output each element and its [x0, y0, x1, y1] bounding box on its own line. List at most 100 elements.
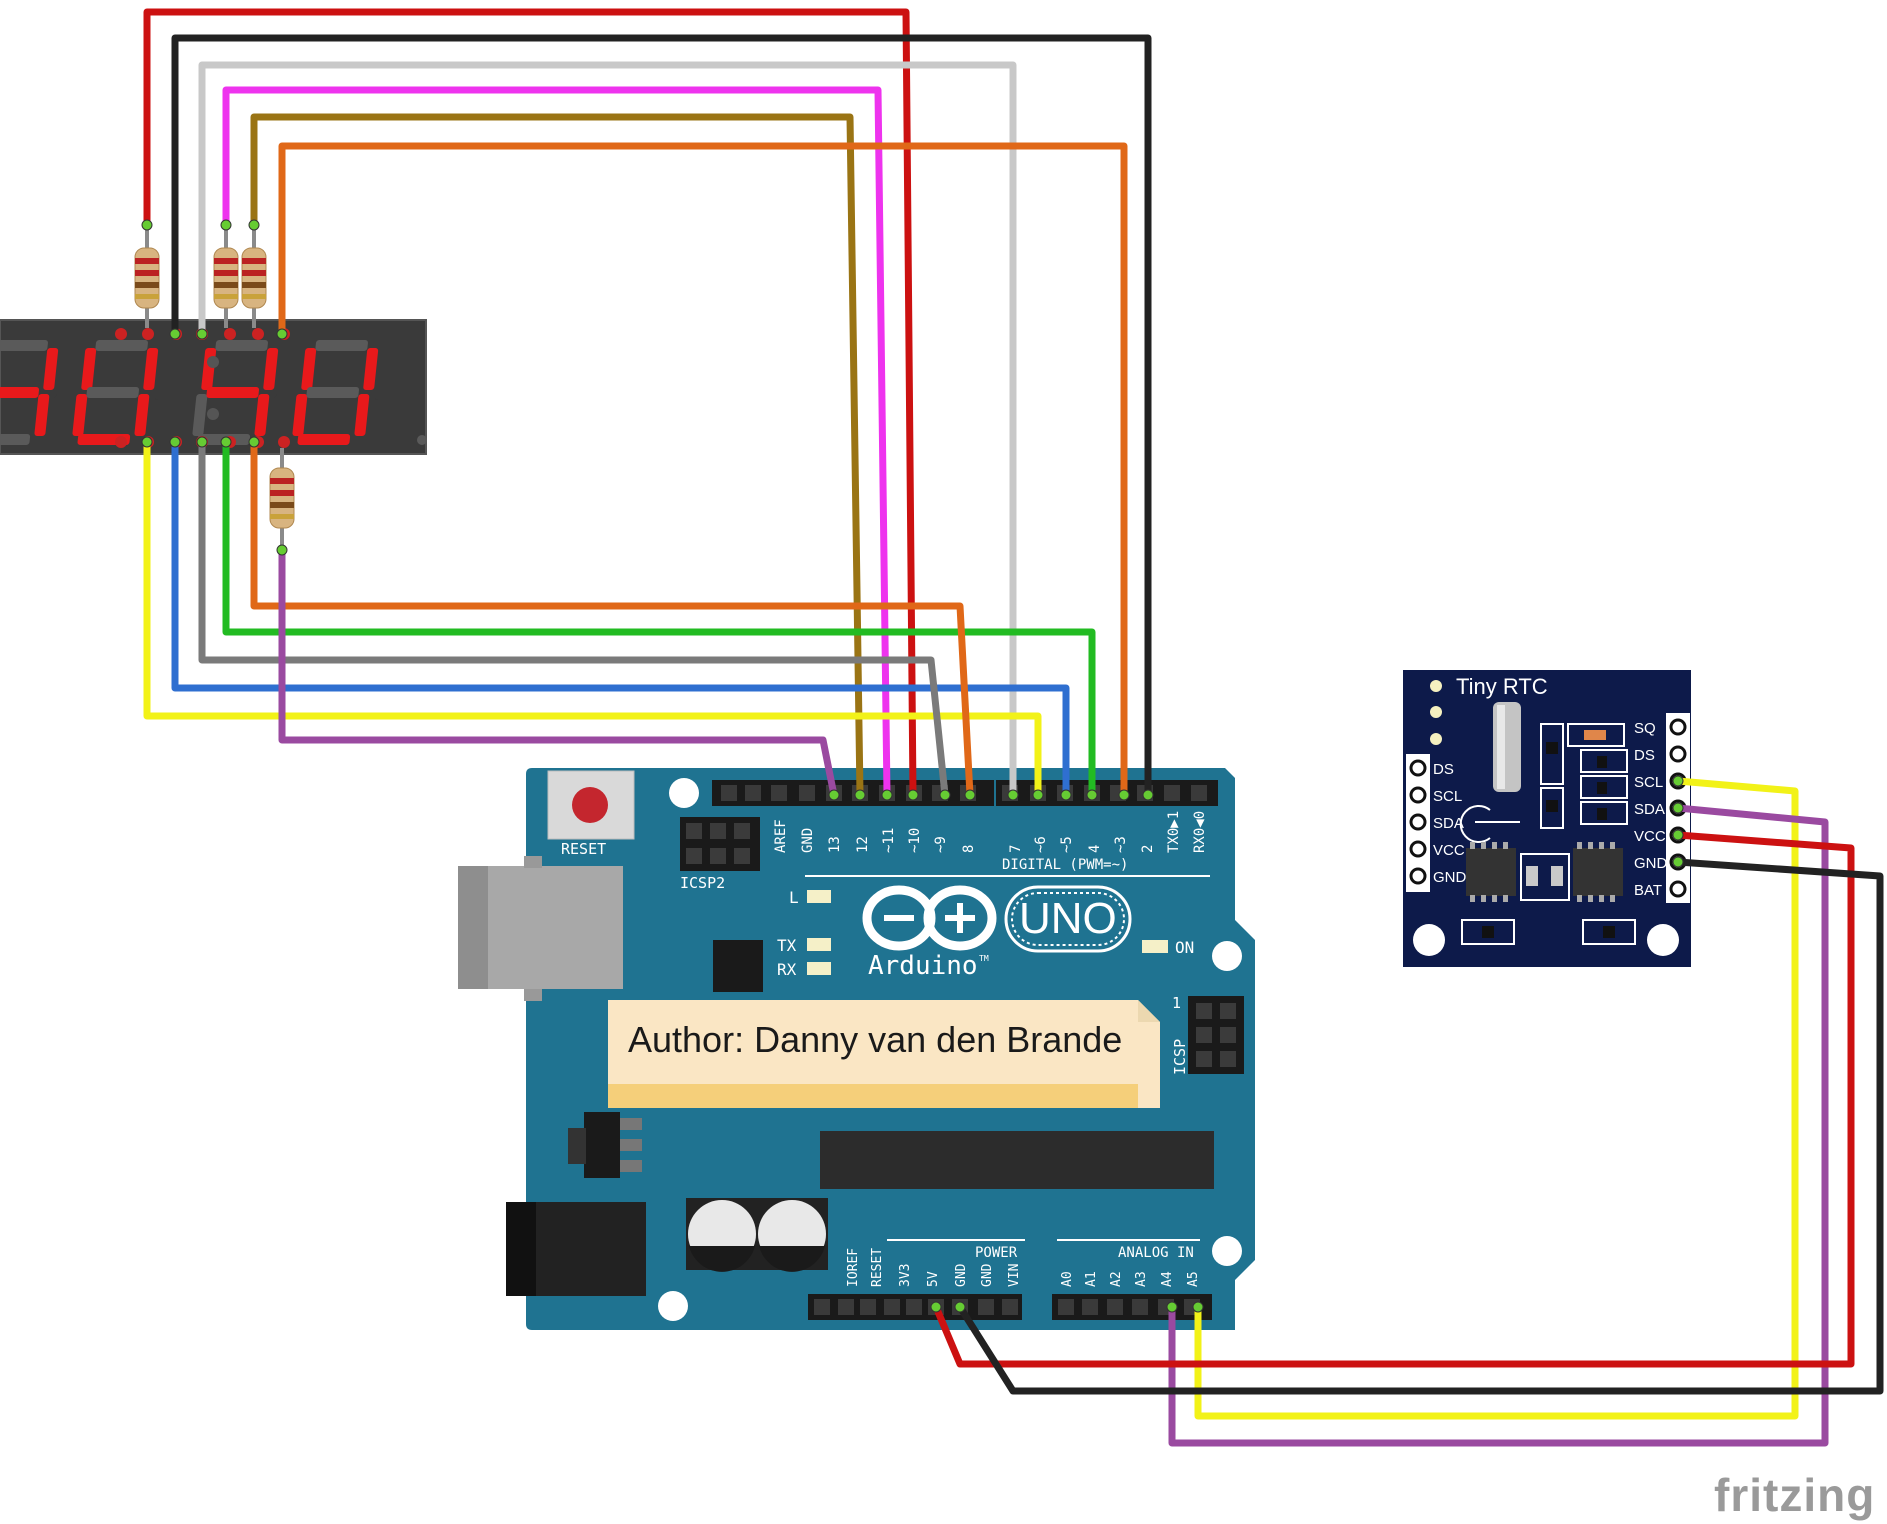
microcontroller-chip: [820, 1131, 1214, 1189]
wire-end: [964, 789, 976, 801]
decimal-point: [417, 435, 427, 445]
resistors: [134, 228, 295, 548]
wire-end: [220, 219, 232, 231]
segment: [134, 394, 150, 436]
display-digit: [292, 340, 427, 445]
segment: [363, 348, 379, 390]
colon-dot: [207, 356, 219, 368]
digital-pin-label: AREF: [773, 819, 789, 853]
wire: [278, 546, 838, 799]
dc-power-jack-face: [506, 1202, 536, 1296]
segment: [301, 348, 317, 390]
icsp2-header: [680, 817, 760, 871]
arduino-logo: [862, 885, 1132, 953]
wire-end: [1142, 789, 1154, 801]
segment: [306, 387, 360, 398]
digital-header-label: DIGITAL (PWM=~): [1002, 857, 1128, 873]
segment: [254, 394, 270, 436]
wire: [932, 831, 1855, 1368]
usb-chip: [713, 940, 763, 992]
header-pin: [1107, 1299, 1123, 1315]
segment: [292, 394, 308, 436]
rtc-right-pin-label: BAT: [1634, 882, 1662, 899]
wire-end: [196, 328, 208, 340]
header-pin: [906, 1299, 922, 1315]
resistor: [241, 228, 267, 328]
icsp2-label: ICSP2: [680, 874, 725, 892]
segment: [297, 434, 351, 445]
display-pin: [278, 436, 290, 448]
wire: [278, 142, 1128, 799]
wire-end: [1007, 789, 1019, 801]
led-rx: [807, 962, 831, 975]
segment: [354, 394, 370, 436]
fritzing-watermark: fritzing: [1714, 1469, 1875, 1521]
segment: [263, 348, 279, 390]
header-pin: [1164, 785, 1180, 801]
digital-pin-label: GND: [800, 828, 816, 853]
digital-pin-label: ~3: [1113, 836, 1129, 853]
digital-pin-label: ~5: [1059, 836, 1075, 853]
reset-button[interactable]: [547, 770, 635, 840]
header-pin: [721, 785, 737, 801]
resistor: [134, 228, 160, 328]
analog-header: [1052, 1294, 1212, 1320]
segment: [192, 394, 208, 436]
led-tx-label: TX: [777, 936, 797, 955]
rtc-left-pin-label: VCC: [1433, 842, 1465, 859]
led-on-label: ON: [1175, 938, 1194, 957]
wire-end: [881, 789, 893, 801]
mounting-hole: [669, 778, 699, 808]
wire-end: [1672, 829, 1684, 841]
rtc-left-pin-label: SCL: [1433, 788, 1462, 805]
rtc-left-pin-label: DS: [1433, 761, 1454, 778]
rtc-pin: [1409, 786, 1427, 804]
mounting-hole: [1212, 1236, 1242, 1266]
header-pin: [860, 1299, 876, 1315]
rtc-left-pin-label: GND: [1433, 869, 1467, 886]
rtc-pin: [1409, 867, 1427, 885]
segment: [43, 348, 59, 390]
segment: [0, 434, 31, 445]
wires: [141, 8, 1884, 1447]
header-pin: [745, 785, 761, 801]
wire-end: [939, 789, 951, 801]
power-pin-label: VIN: [1007, 1264, 1022, 1287]
digital-pin-label: 4: [1087, 845, 1103, 853]
wire: [250, 113, 864, 799]
display-digit-value: 4: [54, 393, 59, 402]
header-pin: [1191, 785, 1207, 801]
wire-end: [141, 436, 153, 448]
wire: [1168, 804, 1829, 1447]
wire-end: [1192, 1301, 1204, 1313]
wire-end: [954, 1301, 966, 1313]
display-digit: [72, 340, 207, 445]
segment: [86, 387, 140, 398]
wire-end: [276, 544, 288, 556]
wire-end: [169, 436, 181, 448]
mounting-hole: [658, 1291, 688, 1321]
mounting-hole: [1647, 924, 1679, 956]
wire-end: [141, 219, 153, 231]
seven-segment-display: [0, 319, 427, 455]
rtc-left-pin-label: SDA: [1433, 815, 1464, 832]
led-l-label: L: [789, 888, 799, 907]
power-pin-label: RESET: [870, 1248, 885, 1287]
digital-pin-label: ~11: [881, 828, 897, 853]
display-pin: [224, 328, 236, 340]
usb-tab: [524, 856, 542, 868]
led-rx-label: RX: [777, 960, 797, 979]
wire-end: [828, 789, 840, 801]
display-digit-value: U: [154, 393, 159, 402]
wire-end: [1032, 789, 1044, 801]
wire: [171, 34, 1152, 799]
rtc-right-pin-label: GND: [1634, 855, 1668, 872]
wire: [1194, 777, 1799, 1420]
digital-pin-label: RX0◀0: [1192, 811, 1208, 853]
digital-pin-label: 7: [1008, 845, 1024, 853]
rtc-right-pin-label: SCL: [1634, 774, 1663, 791]
power-header: [808, 1294, 1022, 1320]
header-pin: [838, 1299, 854, 1315]
